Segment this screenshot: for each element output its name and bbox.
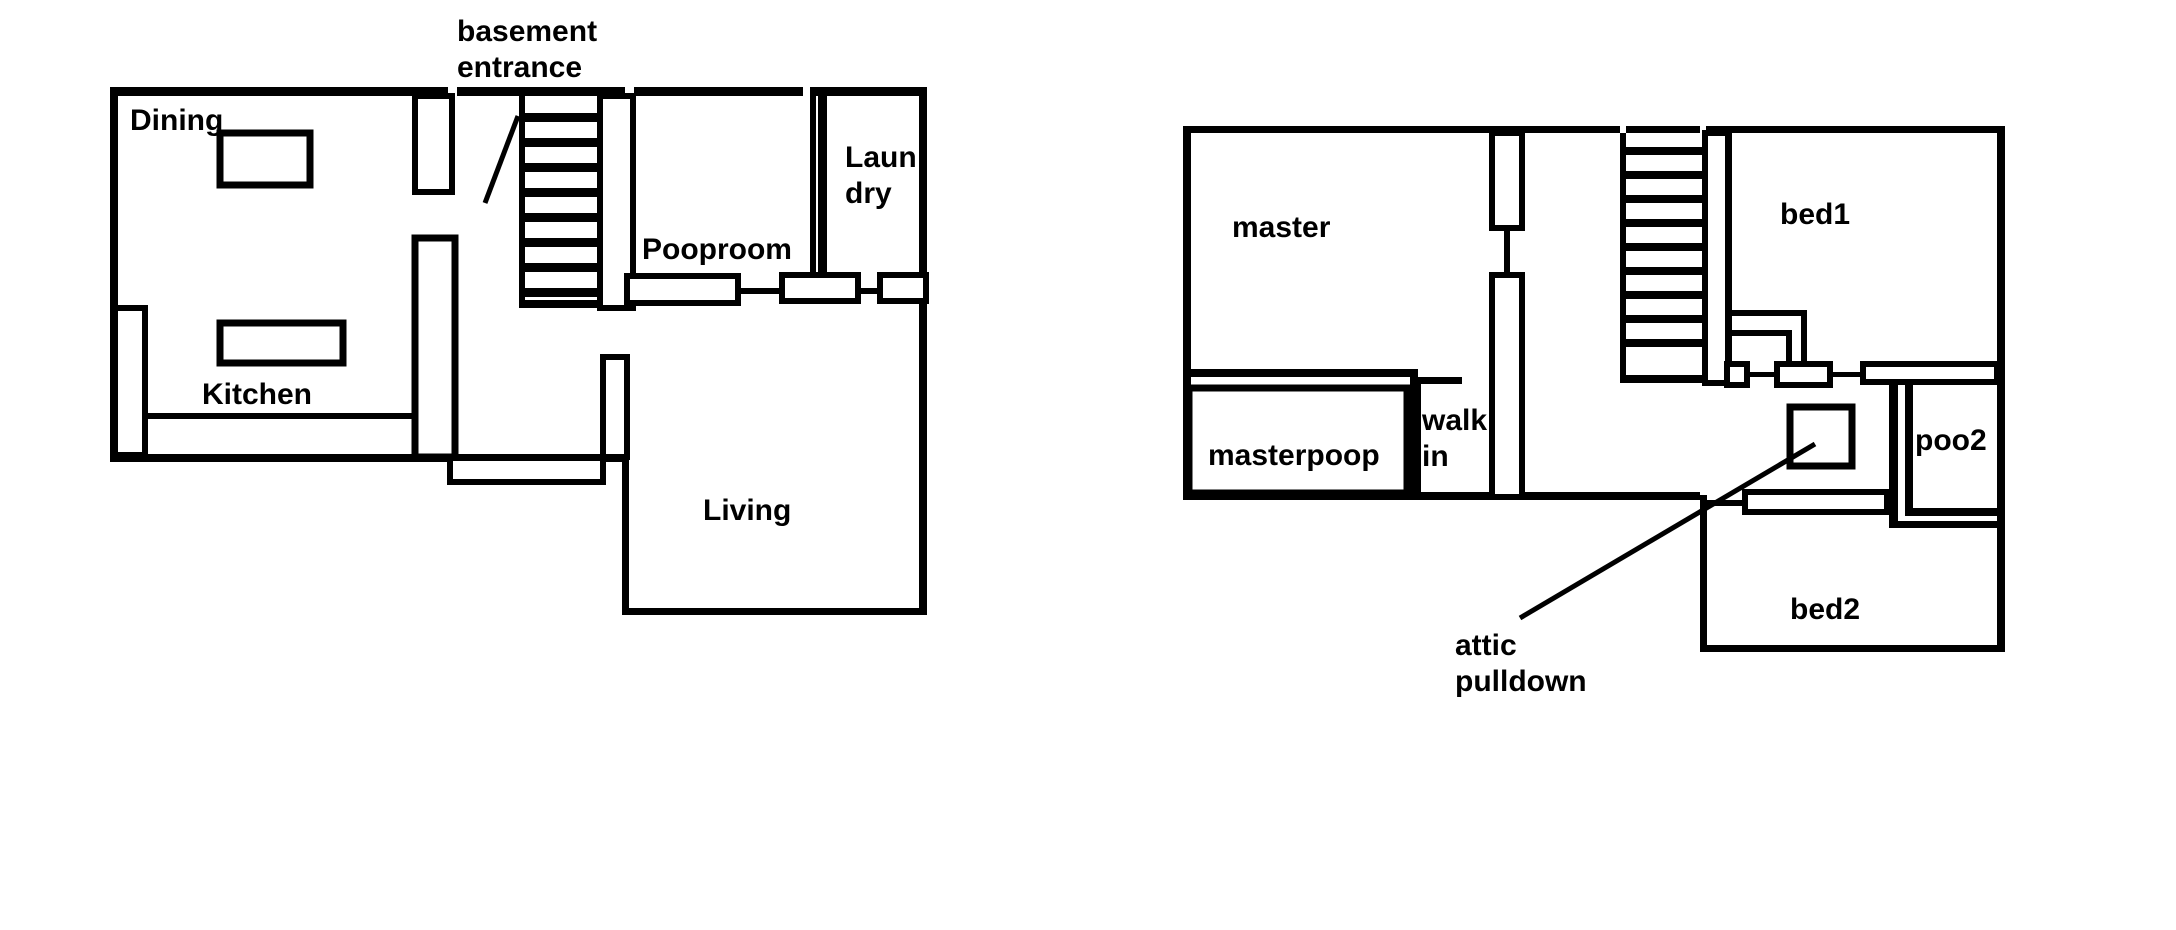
second-floor-wall-segment — [1732, 310, 1807, 316]
second-floor-stair-tread — [1626, 315, 1705, 323]
second-floor-hollow-wall-segment — [1724, 361, 1750, 388]
first-floor-wall-segment — [738, 288, 782, 294]
second-floor-wall-segment — [1183, 126, 1620, 133]
first-floor-stair-tread — [525, 238, 600, 247]
first-floor-stair-tread — [525, 188, 600, 197]
first-floor-stair-tread — [525, 213, 600, 222]
second-floor-stair-tread — [1626, 171, 1705, 179]
second-floor-annotation-line — [1518, 441, 1817, 621]
second-floor-stair-tread — [1626, 267, 1705, 275]
room-label-basement-entrance: basement entrance — [457, 15, 598, 84]
first-floor-wall-segment — [919, 87, 927, 615]
first-floor-wall-segment — [858, 288, 880, 294]
room-label-living: Living — [703, 494, 792, 527]
room-label-bed2: bed2 — [1790, 593, 1861, 626]
second-floor-hollow-wall-segment — [1774, 361, 1833, 388]
second-floor-stair-tread — [1626, 243, 1705, 251]
first-floor-hollow-wall-segment — [624, 273, 741, 306]
first-floor-wall-segment — [634, 87, 803, 96]
first-floor-hollow-wall-segment — [779, 272, 861, 304]
room-label-laundry: Laun dry — [845, 141, 917, 210]
second-floor-wall-segment — [1905, 508, 2003, 516]
first-floor-stair-tread — [525, 138, 600, 147]
second-floor-wall-segment — [1830, 372, 1863, 377]
first-floor-wall-segment — [519, 96, 525, 308]
first-floor-hollow-wall-segment — [216, 319, 347, 367]
second-floor-stair-tread — [1626, 219, 1705, 227]
first-floor-wall-segment — [519, 300, 633, 308]
second-floor-wall-segment — [1997, 126, 2005, 652]
first-floor-stair-tread — [525, 113, 600, 122]
first-floor-hollow-wall-segment — [112, 305, 148, 458]
first-floor-wall-segment — [110, 454, 629, 462]
first-floor-hollow-wall-segment — [412, 93, 455, 195]
room-label-walk-in: walk in — [1422, 404, 1488, 473]
first-floor-hollow-wall-segment — [600, 354, 630, 460]
second-floor-wall-segment — [1620, 375, 1728, 383]
room-label-attic-pulldown: attic pulldown — [1455, 629, 1587, 698]
second-floor-wall-segment — [1707, 500, 1745, 506]
room-label-bed1: bed1 — [1780, 198, 1851, 231]
first-floor-hollow-wall-segment — [447, 455, 606, 485]
second-floor-stair-tread — [1626, 195, 1705, 203]
first-floor-stair-tread — [525, 163, 600, 172]
first-floor-stair-tread — [525, 263, 600, 272]
second-floor-hollow-wall-segment — [1489, 272, 1525, 500]
first-floor-wall-segment — [810, 87, 927, 96]
second-floor-stair-tread — [1626, 147, 1705, 155]
second-floor-stair-tread — [1626, 291, 1705, 299]
first-floor-wall-segment — [110, 87, 118, 461]
first-floor-wall-segment — [114, 87, 448, 96]
room-label-pooproom: Pooproom — [642, 233, 792, 266]
second-floor-wall-segment — [1801, 310, 1807, 365]
second-floor-wall-segment — [1747, 372, 1777, 377]
first-floor-wall-segment — [457, 87, 625, 96]
second-floor-stair-tread — [1626, 339, 1705, 347]
second-floor-hollow-wall-segment — [1786, 403, 1856, 470]
first-floor-annotation-line — [482, 115, 521, 204]
first-floor-wall-segment — [145, 413, 418, 419]
room-label-master: master — [1232, 211, 1331, 244]
second-floor-wall-segment — [1183, 492, 1700, 500]
second-floor-wall-segment — [1421, 377, 1462, 384]
second-floor-wall-segment — [1889, 384, 1898, 521]
first-floor-hollow-wall-segment — [411, 234, 459, 461]
second-floor-hollow-wall-segment — [1860, 361, 2000, 385]
second-floor-wall-segment — [1504, 228, 1510, 275]
second-floor-hollow-wall-segment — [1742, 489, 1890, 515]
first-floor-wall-segment — [818, 96, 827, 275]
second-floor-wall-segment — [1732, 330, 1792, 336]
second-floor-wall-segment — [1889, 521, 2003, 528]
room-label-dining: Dining — [130, 104, 224, 137]
second-floor-wall-segment — [1183, 126, 1191, 500]
second-floor-wall-segment — [1626, 126, 1700, 133]
room-label-poo2: poo2 — [1915, 424, 1987, 457]
second-floor-wall-segment — [1706, 126, 2005, 133]
second-floor-hollow-wall-segment — [1185, 384, 1411, 497]
second-floor-hollow-wall-segment — [1489, 130, 1525, 231]
second-floor-wall-segment — [1905, 384, 1913, 512]
first-floor-hollow-wall-segment — [877, 272, 929, 304]
first-floor-hollow-wall-segment — [216, 129, 314, 189]
room-label-kitchen: Kitchen — [202, 378, 313, 411]
second-floor-wall-segment — [1700, 495, 1707, 652]
second-floor-wall-segment — [1187, 369, 1418, 377]
first-floor-hollow-wall-segment — [597, 93, 636, 311]
first-floor-stair-tread — [525, 288, 600, 297]
second-floor-wall-segment — [1620, 133, 1626, 383]
first-floor-wall-segment — [810, 96, 816, 275]
second-floor-wall-segment — [1700, 645, 2003, 652]
second-floor-wall-segment — [1786, 336, 1792, 364]
first-floor-wall-segment — [622, 453, 629, 615]
second-floor-wall-segment — [1410, 377, 1421, 493]
first-floor-wall-segment — [622, 608, 926, 615]
second-floor-hollow-wall-segment — [1702, 130, 1731, 386]
room-label-masterpoop: masterpoop — [1208, 439, 1380, 472]
